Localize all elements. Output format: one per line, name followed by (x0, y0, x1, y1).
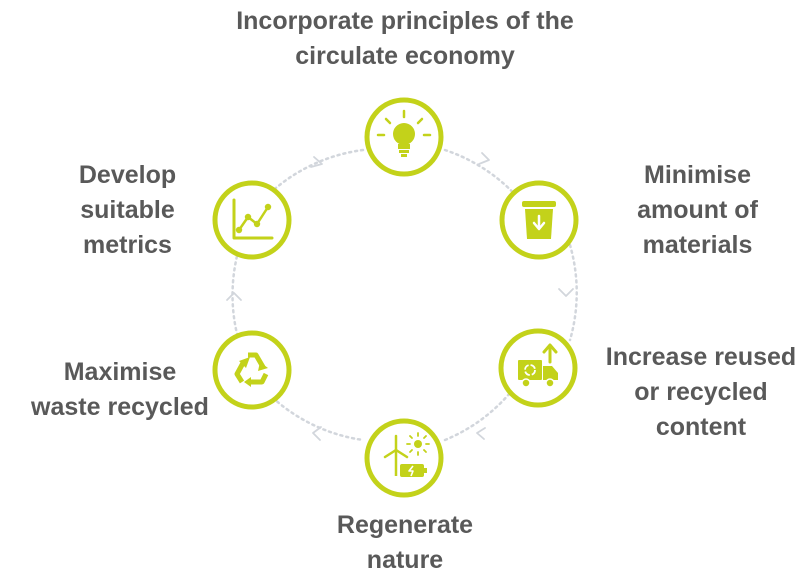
arrow-chevron-icon (476, 427, 486, 440)
label-incorporate-principles: Incorporate principles of the circulate … (236, 7, 574, 70)
recycle-icon (234, 352, 269, 387)
node-bottom (364, 418, 444, 498)
node-top-right (499, 180, 579, 260)
node-top (364, 97, 444, 177)
arrow-chevron-icon (558, 288, 574, 297)
lightbulb-icon (376, 109, 432, 157)
label-develop-metrics: Develop suitable metrics (78, 161, 177, 259)
renewable-energy-icon (383, 432, 430, 477)
arrow-chevron-icon (310, 156, 323, 168)
recycling-truck-icon (518, 343, 558, 388)
label-increase-reused: Increase reused or recycled content (605, 343, 797, 441)
arrow-chevron-icon (478, 152, 490, 165)
node-bottom-right (498, 328, 578, 408)
label-minimise-materials: Minimise amount of materials (637, 161, 758, 259)
node-top-left (212, 180, 292, 260)
node-bottom-left (212, 330, 292, 410)
label-maximise-waste: Maximise waste recycled (31, 358, 209, 421)
line-chart-icon (232, 198, 274, 240)
label-regenerate-nature: Regenerate nature (336, 511, 474, 574)
waste-bin-icon (522, 201, 556, 239)
arrow-chevron-icon (312, 426, 322, 441)
arrow-chevron-icon (226, 292, 242, 301)
